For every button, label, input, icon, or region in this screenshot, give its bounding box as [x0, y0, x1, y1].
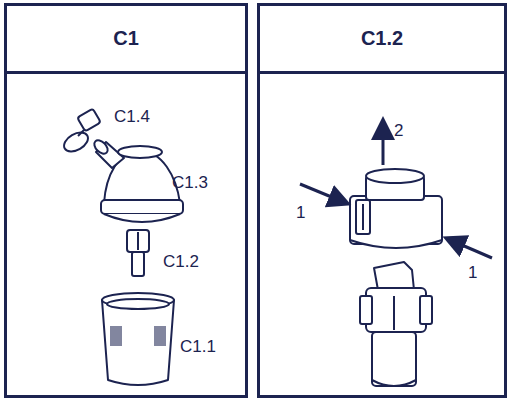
panel-header: C1.2 — [260, 6, 504, 74]
part-label: C1.4 — [114, 108, 150, 125]
part-label: C1.1 — [180, 338, 216, 355]
motion-arrows — [300, 122, 492, 258]
part-label: C1.3 — [172, 174, 208, 191]
panel-box: C1.2 — [257, 3, 507, 398]
panel-header: C1 — [7, 6, 245, 74]
nozzle-housing — [350, 169, 442, 248]
panel-title: C1 — [113, 27, 139, 50]
top-part — [92, 138, 183, 222]
nozzle-insert — [360, 262, 432, 386]
part-label: C1.2 — [163, 253, 199, 270]
panel-title: C1.2 — [361, 27, 403, 50]
callout-number: 2 — [394, 122, 403, 139]
callout-number: 1 — [468, 264, 477, 281]
callout-number: 1 — [296, 204, 305, 221]
nozzle-part — [127, 230, 149, 276]
cup — [102, 293, 174, 385]
